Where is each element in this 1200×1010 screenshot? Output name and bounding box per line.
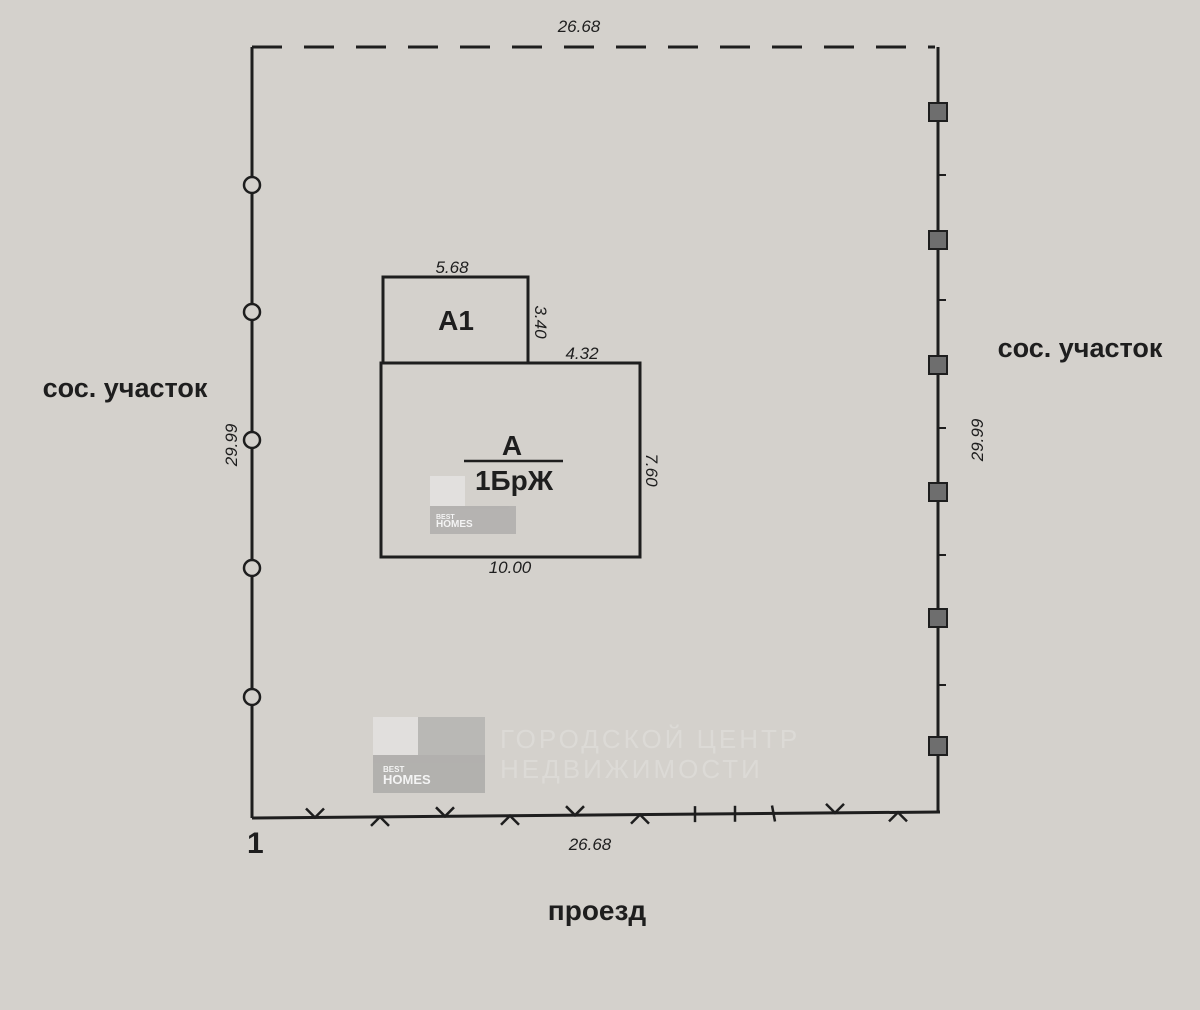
square-marker [928,608,948,628]
circle-marker [242,687,262,707]
watermark-brand-bottom: HOMES [436,519,473,530]
v-marker [565,805,585,817]
top-length: 26.68 [557,17,601,36]
watermark-text-line1: ГОРОДСКОЙ ЦЕНТР [500,724,800,754]
bottom-length: 26.68 [568,835,612,854]
v-marker [305,807,325,820]
circle-marker [242,175,262,195]
building-a-depth: 7.60 [642,453,661,487]
right-length: 29.99 [968,418,987,462]
watermark-brand-bottom-large: HOMES [383,772,431,787]
watermark-text-line2: НЕДВИЖИМОСТИ [500,754,763,784]
building-a-extension: 4.32 [565,344,599,363]
bottom-fence-markers [305,803,908,827]
circle-marker [242,430,262,450]
corner-point-label: 1 [247,827,264,860]
circle-marker [242,558,262,578]
watermark-logo-small [430,476,516,534]
circle-marker [242,302,262,322]
building-a-label: А [502,430,522,461]
watermark-logo-large [373,717,485,793]
building-a [379,361,642,559]
right-fence-markers [928,102,948,756]
building-a1-width: 5.68 [435,258,469,277]
v-marker [825,803,845,815]
building-a1-label: А1 [438,305,474,336]
square-marker [928,736,948,756]
building-a-material: 1БрЖ [475,465,554,496]
watermark-brand-top-large: BEST [383,765,404,774]
left-length: 29.99 [222,423,241,467]
bottom-boundary [251,810,941,820]
left-neighbor-label: сос. участок [43,373,208,403]
caret-marker [888,810,908,823]
right-neighbor-label: сос. участок [998,333,1163,363]
caret-marker [370,815,390,827]
caret-marker [630,812,650,825]
building-a-width: 10.00 [489,558,532,577]
watermark-brand-top: BEST [436,514,455,521]
building-a1-depth: 3.40 [531,305,550,339]
left-fence-markers [242,175,262,707]
caret-marker [500,813,520,826]
square-marker [928,102,948,122]
square-marker [928,230,948,250]
tick-marker [770,805,777,822]
square-marker [928,482,948,502]
road-label: проезд [548,895,647,926]
square-marker [928,355,948,375]
v-marker [435,806,455,819]
